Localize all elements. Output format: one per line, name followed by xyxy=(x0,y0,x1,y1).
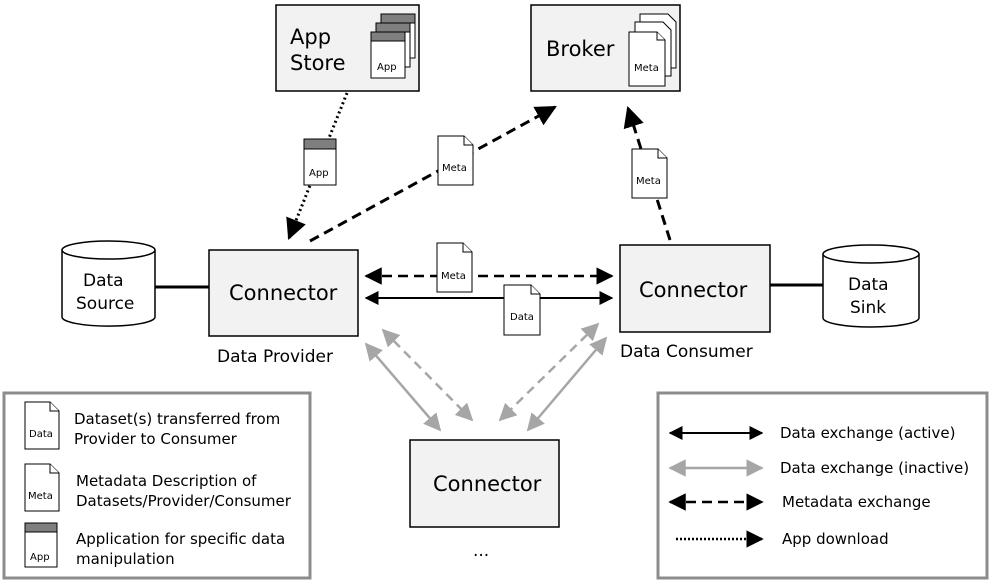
legend-meta-text: Metadata exchange xyxy=(782,493,931,511)
app-store-node: App Store App xyxy=(275,4,420,92)
meta-icon-provider-broker: Meta xyxy=(437,135,474,186)
data-consumer-label: Data Consumer xyxy=(620,342,753,362)
provider-bottom-data-arrow xyxy=(364,342,442,432)
consumer-bottom-data-arrow xyxy=(526,336,608,432)
legend-inactive-text: Data exchange (inactive) xyxy=(780,459,969,477)
meta-icon-consumer-broker: Meta xyxy=(631,148,668,199)
app-store-label-line2: Store xyxy=(290,51,346,75)
data-source-label-line2: Source xyxy=(76,294,134,314)
connector-bottom-label: Connector xyxy=(433,472,542,496)
app-stack-label: App xyxy=(377,62,397,73)
meta-icon-label-3: Meta xyxy=(441,271,466,282)
app-icon-floating: App xyxy=(303,138,337,186)
legend-data-icon-label: Data xyxy=(29,429,53,440)
app-icon-label: App xyxy=(309,168,329,179)
provider-broker-meta-arrow xyxy=(309,105,557,243)
broker-node: Broker Meta xyxy=(530,4,681,92)
legend-active-text: Data exchange (active) xyxy=(780,424,955,442)
legend-app-icon-label: App xyxy=(30,552,50,563)
legend-app-text-line1: Application for specific data xyxy=(76,530,285,548)
provider-bottom-meta-arrow xyxy=(381,328,474,422)
connector-bottom-node: Connector xyxy=(409,439,560,528)
svg-text:Store: Store xyxy=(290,51,346,75)
data-sink-label-line2: Sink xyxy=(850,298,886,318)
legend-meta-text-line2: Datasets/Provider/Consumer xyxy=(76,492,292,510)
data-sink-node: Data Sink xyxy=(822,244,920,328)
connector-provider-label: Connector xyxy=(229,281,338,305)
app-stack-icon: App xyxy=(370,13,416,79)
legend-data-text-line1: Dataset(s) transferred from xyxy=(74,410,280,428)
legend-meta-icon: Meta xyxy=(24,463,60,512)
data-source-node: Data Source xyxy=(61,240,156,327)
legend-left: Data Dataset(s) transferred from Provide… xyxy=(2,391,312,580)
svg-text:App: App xyxy=(290,25,331,49)
legend-meta-icon-label: Meta xyxy=(28,491,53,502)
connector-consumer-label: Connector xyxy=(639,278,748,302)
legend-app-icon: App xyxy=(24,522,58,568)
data-provider-label: Data Provider xyxy=(217,347,333,367)
data-icon-label: Data xyxy=(510,312,534,323)
ellipsis-label: ... xyxy=(473,541,489,561)
data-source-label-line1: Data xyxy=(83,271,124,291)
meta-stack-icon: Meta xyxy=(628,13,677,87)
legend-meta-text-line1: Metadata Description of xyxy=(76,472,257,490)
legend-data-text-line2: Provider to Consumer xyxy=(74,430,238,448)
connector-provider-node: Connector xyxy=(208,249,359,337)
legend-app-text: App download xyxy=(782,530,889,548)
app-download-arrow xyxy=(286,92,349,240)
legend-right: Data exchange (active) Data exchange (in… xyxy=(656,391,989,580)
meta-icon-exchange: Meta xyxy=(436,242,473,293)
meta-icon-label-2: Meta xyxy=(636,176,661,187)
broker-label: Broker xyxy=(546,37,615,61)
data-sink-label-line1: Data xyxy=(848,275,889,295)
data-icon-exchange: Data xyxy=(503,284,541,336)
connector-consumer-node: Connector xyxy=(619,244,771,333)
meta-icon-label-1: Meta xyxy=(442,163,467,174)
meta-stack-label: Meta xyxy=(634,63,659,74)
legend-data-icon: Data xyxy=(24,401,60,450)
legend-app-text-line2: manipulation xyxy=(76,550,175,568)
app-store-label-line1: App xyxy=(290,25,331,49)
